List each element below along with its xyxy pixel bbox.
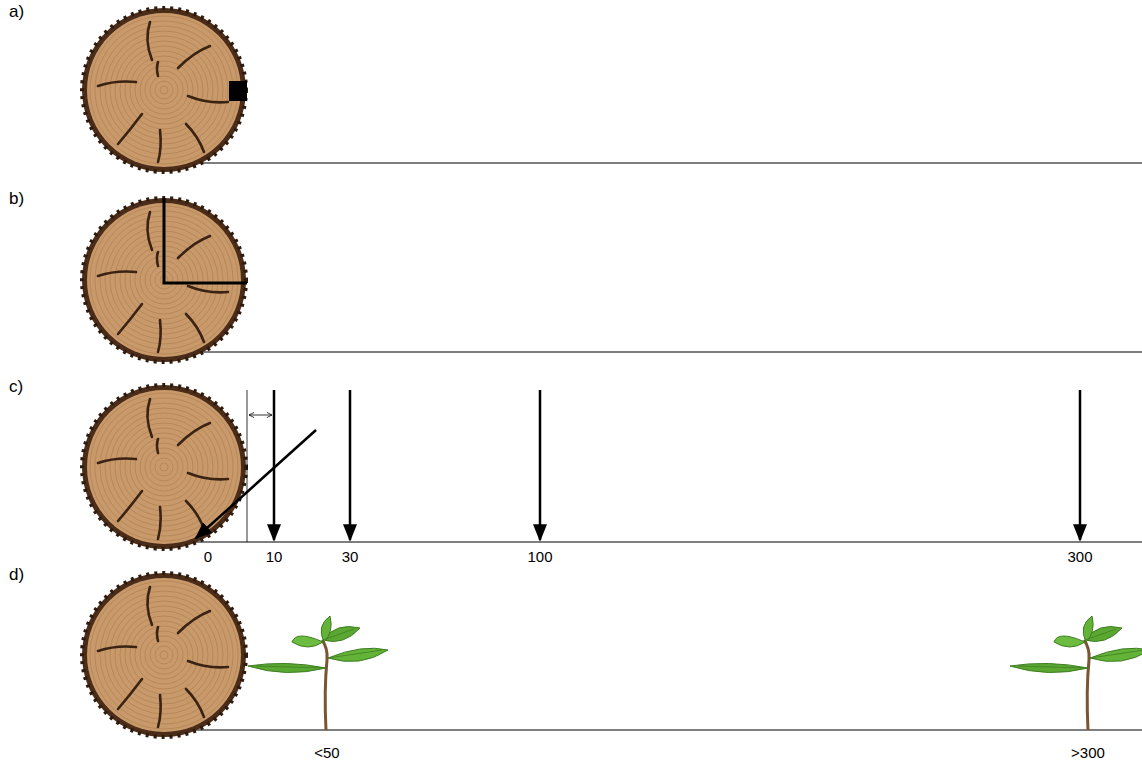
- distance-label: 300: [1067, 548, 1092, 566]
- distance-marker: [539, 390, 542, 540]
- ground-line: [190, 162, 1142, 163]
- seedling: [1010, 616, 1142, 730]
- ground-line: [190, 729, 1142, 730]
- log-cross-section: [82, 573, 246, 737]
- panel-label: c): [9, 378, 23, 396]
- seedling: [248, 616, 388, 730]
- distance-label: 0: [204, 548, 212, 566]
- distance-label: 30: [342, 548, 359, 566]
- log-cross-section: [82, 198, 246, 362]
- ground-line: [190, 351, 1142, 352]
- distance-label: 100: [527, 548, 552, 566]
- panel-label: b): [9, 190, 24, 208]
- log-cross-section: [82, 8, 246, 172]
- panel-label: a): [9, 3, 24, 21]
- distance-marker: [273, 390, 276, 540]
- log-cross-section: [82, 385, 246, 549]
- distance-label: 10: [266, 548, 283, 566]
- quadrant-lines: [164, 198, 247, 283]
- distance-arrow: [249, 415, 272, 416]
- panel-label: d): [9, 566, 24, 584]
- distance-label: <50: [314, 744, 339, 762]
- ground-line: [190, 541, 1142, 542]
- distance-label: >300: [1071, 744, 1105, 762]
- distance-marker: [349, 390, 352, 540]
- zero-arrow: [196, 430, 316, 538]
- distance-marker: [1079, 390, 1082, 540]
- reference-line: [247, 390, 248, 542]
- sample-square: [229, 81, 247, 101]
